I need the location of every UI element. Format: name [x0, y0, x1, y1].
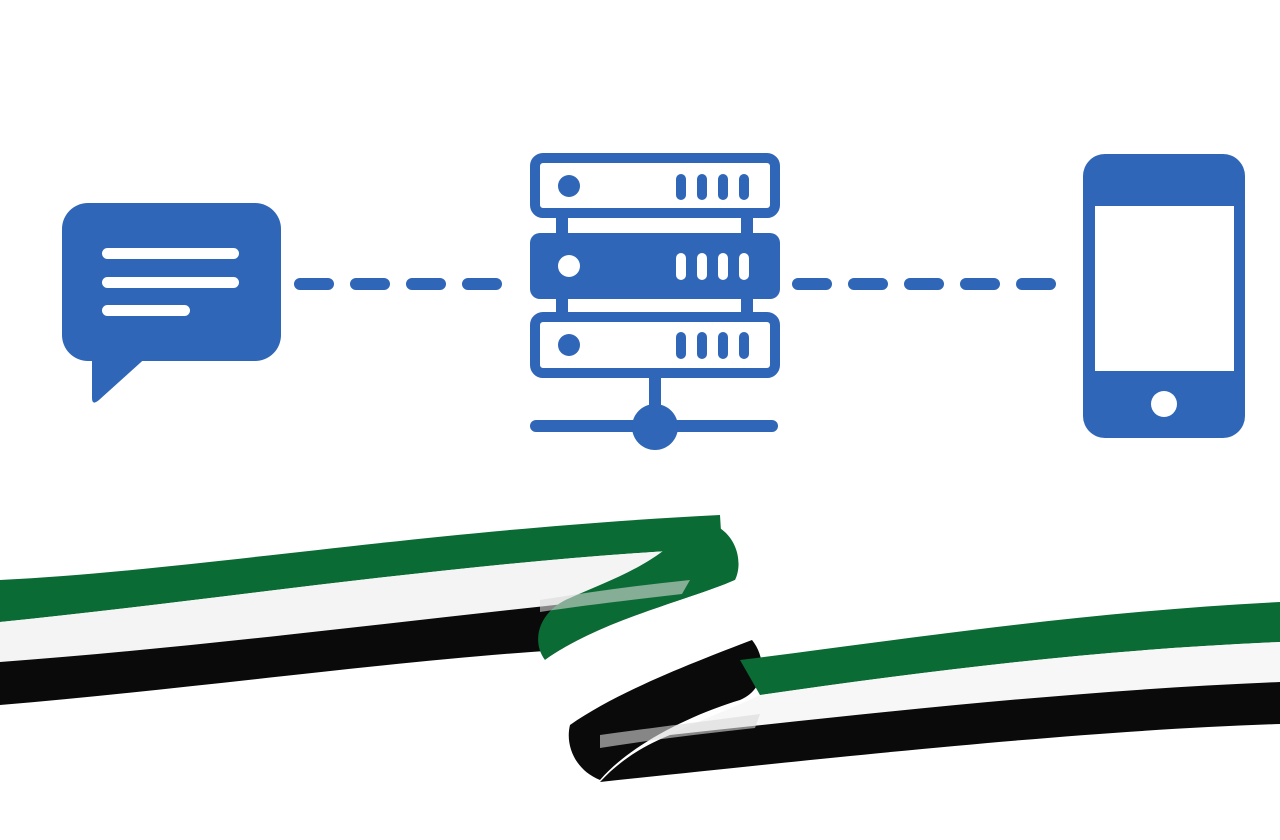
- server-rack-icon: [530, 153, 780, 450]
- ribbon-left-green: [0, 515, 722, 622]
- chat-bubble-icon: [62, 203, 281, 403]
- ribbon-left-black: [0, 590, 700, 705]
- ribbon-right-green: [740, 602, 1280, 695]
- ribbon-fold-white: [545, 580, 755, 725]
- server-unit-middle: [530, 233, 780, 299]
- network-node-icon: [530, 378, 778, 450]
- server-unit-bottom: [530, 312, 780, 378]
- server-unit-top: [530, 153, 780, 218]
- ribbon-right-white: [670, 642, 1280, 735]
- smartphone-icon: [1083, 154, 1245, 438]
- ribbon-right-black: [600, 682, 1280, 782]
- ribbon-left-white: [0, 548, 722, 662]
- flag-ribbon: [0, 515, 1280, 782]
